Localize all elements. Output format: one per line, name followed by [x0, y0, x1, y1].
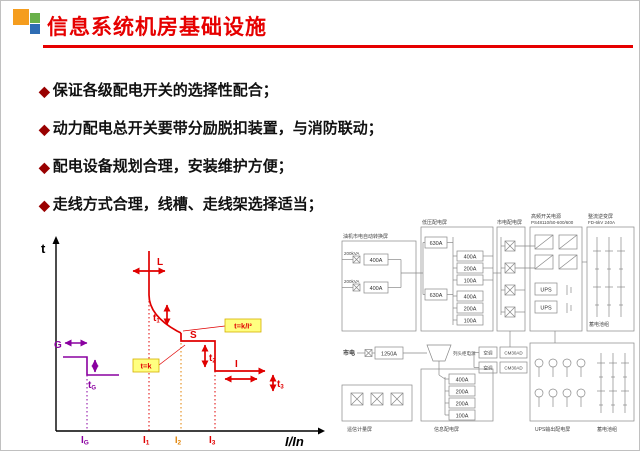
region-info-title: 信息配电屏 — [434, 426, 459, 433]
breaker-in2: 400A — [370, 286, 383, 292]
busbar-symbol — [426, 344, 452, 362]
curve-annotations: t=k/I² t=k — [132, 318, 262, 373]
battery-label-top: 蓄电池组 — [589, 321, 609, 328]
breaker-f400b: 400A — [464, 295, 477, 301]
bullet-diamond-icon: ◆ — [39, 83, 50, 99]
region-mains-dist-title: 市电配电屏 — [497, 219, 522, 226]
feed1-label: 200kVA — [344, 251, 359, 256]
logo-blue-square — [30, 24, 40, 34]
region-ats-title: 油机市电自动转换屏 — [343, 233, 388, 240]
region-ups-out-title: UPS输出配电屏 — [535, 426, 570, 433]
bullet-item: ◆ 保证各级配电开关的选择性配合； — [39, 81, 631, 101]
bullet-item: ◆ 走线方式合理，线槽、走线架选择适当； — [39, 195, 631, 215]
mains-feed: 市电 1250A 列头柜电源 — [343, 344, 476, 375]
lsi-curve: L t1 S t2 I t3 — [132, 251, 284, 431]
battery-label-bottom: 蓄电池组 — [597, 426, 617, 433]
t2-label: t2 — [209, 353, 216, 365]
tg-label: tG — [88, 380, 96, 392]
bullet-item: ◆ 动力配电总开关要带分励脱扣装置，与消防联动； — [39, 119, 631, 139]
breaker-g200a: 200A — [456, 390, 469, 396]
region-hf-title: 高频开关电源 — [531, 213, 561, 220]
breaker-f200b: 200A — [464, 307, 477, 313]
ups-label-2: UPS — [540, 306, 552, 312]
breaker-f100b: 100A — [464, 319, 477, 325]
region-mains-dist: 市电配电屏 — [493, 219, 535, 332]
ups-label-1: UPS — [540, 288, 552, 294]
cm-label-1: CM30AD — [504, 351, 523, 356]
logo — [13, 9, 43, 37]
bullet-diamond-icon: ◆ — [39, 121, 50, 137]
feed2-label: 200kVA — [344, 279, 359, 284]
ac-label-2: 空调 — [484, 365, 493, 372]
title-divider — [43, 45, 633, 48]
tick-i1: I1 — [143, 435, 150, 447]
breaker-lv-in1: 630A — [430, 241, 443, 247]
cm-label-2: CM30AD — [504, 366, 523, 371]
logo-orange-square — [13, 9, 29, 25]
y-axis-label: t — [41, 241, 46, 256]
breaker-f100: 100A — [464, 279, 477, 285]
bullet-text: 配电设备规划合理，安装维护方便； — [52, 158, 293, 175]
mains-label: 市电 — [343, 349, 355, 357]
region-lv-panel: 低压配电屏 630A 630A 400A 200A 100A 400A 200A… — [420, 219, 494, 332]
breaker-f200: 200A — [464, 267, 477, 273]
bullet-diamond-icon: ◆ — [39, 197, 50, 213]
bullet-diamond-icon: ◆ — [39, 159, 50, 175]
tick-i2: I2 — [175, 435, 182, 447]
ground-fault-curve: G tG — [54, 339, 119, 431]
zone-i-label: I — [235, 359, 238, 370]
row-head-label: 列头柜电源 — [453, 350, 476, 357]
region-hf-model: PS48110/50-600/600 — [531, 220, 574, 225]
zone-s-label: S — [190, 330, 197, 341]
region-hf-power: 高频开关电源 PS48110/50-600/600 UPS UPS — [529, 213, 587, 332]
t1-label: t1 — [153, 313, 160, 325]
zone-g-label: G — [54, 340, 62, 351]
region-lv-title: 低压配电屏 — [422, 219, 447, 226]
trip-curve-chart: t I/In G tG L t1 S — [41, 236, 325, 449]
page-title: 信息系统机房基础设施 — [47, 16, 267, 39]
chart-axes: t I/In — [41, 236, 325, 449]
logo-green-square — [30, 13, 40, 23]
breaker-main: 1250A — [381, 352, 397, 358]
tick-ig: IG — [81, 435, 89, 447]
region-rectifier-model: FD-6kV 240A — [588, 220, 615, 225]
breaker-lv-in2: 630A — [430, 293, 443, 299]
breaker-g100: 100A — [456, 414, 469, 420]
power-distribution-schematic: 油机市电自动转换屏 200kVA 400A 200kVA 400A 低压配电屏 — [341, 213, 635, 433]
breaker-in1: 400A — [370, 258, 383, 264]
bullet-text: 保证各级配电开关的选择性配合； — [52, 82, 278, 99]
tick-i3: I3 — [209, 435, 216, 447]
definite-time-annotation: t=k — [140, 362, 152, 371]
bullet-item: ◆ 配电设备规划合理，安装维护方便； — [39, 157, 631, 177]
ac-units: 空调 CM30AD 空调 CM30AD — [473, 331, 528, 374]
x-axis-label: I/In — [285, 434, 304, 449]
breaker-f400: 400A — [464, 255, 477, 261]
t3-label: t3 — [277, 379, 284, 391]
bullet-list: ◆ 保证各级配电开关的选择性配合； ◆ 动力配电总开关要带分励脱扣装置，与消防联… — [39, 81, 631, 233]
bullet-text: 走线方式合理，线槽、走线架选择适当； — [52, 196, 323, 213]
region-rectifier: 整流逆变屏 FD-6kV 240A 蓄电池组 — [586, 213, 635, 332]
region-telemetry: 遥信计量屏 — [341, 384, 413, 433]
zone-l-label: L — [157, 257, 163, 268]
inverse-time-annotation: t=k/I² — [234, 322, 252, 331]
bullet-text: 动力配电总开关要带分励脱扣装置，与消防联动； — [52, 120, 383, 137]
region-telemetry-title: 遥信计量屏 — [347, 426, 372, 433]
region-rectifier-title: 整流逆变屏 — [588, 213, 613, 220]
ac-label-1: 空调 — [484, 350, 493, 357]
breaker-g200b: 200A — [456, 402, 469, 408]
region-ups-out: UPS输出配电屏 蓄电池组 — [529, 331, 635, 433]
region-info-panel: 400A 200A 200A 100A 信息配电屏 — [420, 368, 494, 433]
x-tick-labels: IG I1 I2 I3 — [81, 435, 216, 447]
region-ats: 油机市电自动转换屏 200kVA 400A 200kVA 400A — [341, 233, 423, 332]
breaker-g400: 400A — [456, 378, 469, 384]
